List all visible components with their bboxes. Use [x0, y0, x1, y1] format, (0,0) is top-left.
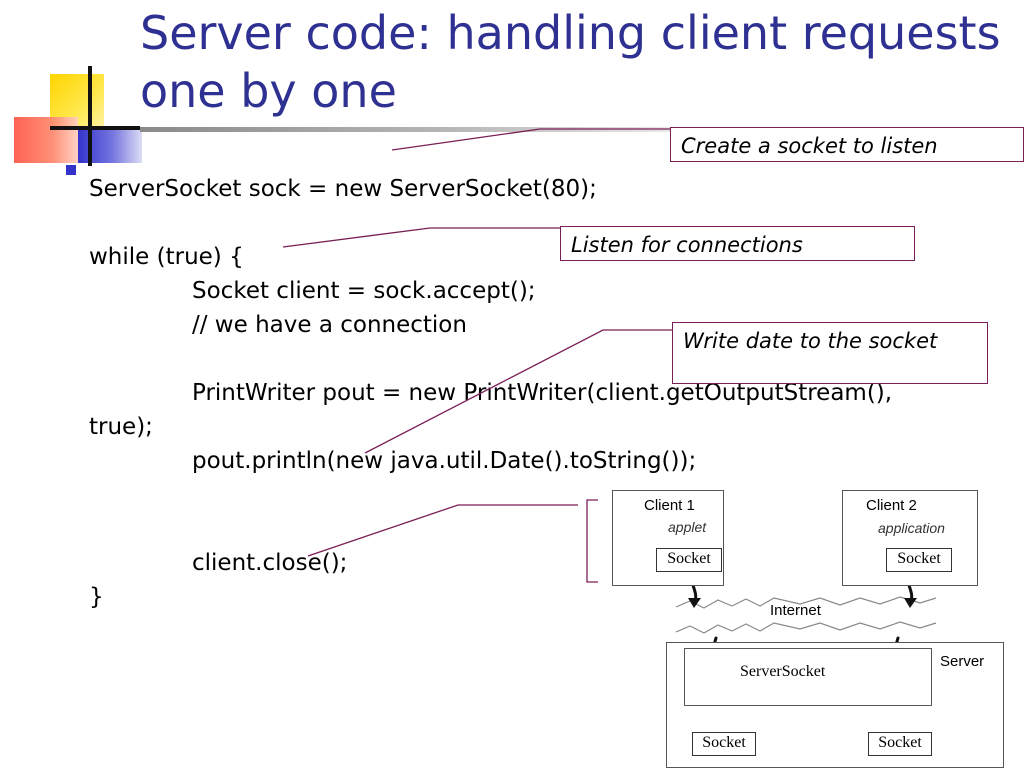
leader-line-create-socket [391, 128, 670, 151]
internet-zigzag-top [675, 596, 937, 609]
code-line-6: true); [89, 414, 153, 440]
server-label: Server [940, 653, 985, 670]
client2-type: application [878, 520, 945, 536]
code-line-2: while (true) { [89, 244, 244, 270]
code-line-9: } [89, 584, 104, 610]
internet-zigzag-bottom [675, 621, 937, 634]
server-socket-right: Socket [868, 732, 932, 756]
leader-line-write-date [364, 329, 672, 454]
decor-red-square [14, 117, 78, 163]
callout-create-socket: Create a socket to listen [670, 127, 1024, 162]
internet-label: Internet [770, 602, 821, 619]
client1-type: applet [668, 519, 707, 535]
code-line-1: ServerSocket sock = new ServerSocket(80)… [89, 176, 597, 202]
callout-write-date: Write date to the socket [672, 322, 988, 384]
bracket-clients [586, 499, 598, 583]
code-line-5: PrintWriter pout = new PrintWriter(clien… [192, 380, 893, 406]
title-line-2: one by one [140, 64, 397, 118]
code-line-4: // we have a connection [192, 312, 467, 338]
serversocket-label: ServerSocket [740, 663, 826, 680]
bullet-square-icon [66, 165, 76, 175]
title-line-1: Server code: handling client requests [140, 6, 1001, 60]
leader-line-close [307, 504, 578, 557]
client1-title: Client 1 [644, 497, 695, 514]
code-line-3: Socket client = sock.accept(); [192, 278, 536, 304]
callout-listen-connections: Listen for connections [560, 226, 915, 261]
leader-line-listen [282, 227, 560, 248]
server-socket-left: Socket [692, 732, 756, 756]
code-line-8: client.close(); [192, 550, 348, 576]
client2-socket: Socket [886, 548, 952, 572]
title-rule [140, 127, 670, 132]
code-line-7: pout.println(new java.util.Date().toStri… [192, 448, 697, 474]
decor-horizontal-line [50, 126, 140, 130]
decor-vertical-line [88, 66, 92, 166]
client1-socket: Socket [656, 548, 722, 572]
client2-title: Client 2 [866, 497, 917, 514]
serversocket-box [684, 648, 932, 706]
slide-title: Server code: handling client requests on… [140, 4, 1010, 120]
